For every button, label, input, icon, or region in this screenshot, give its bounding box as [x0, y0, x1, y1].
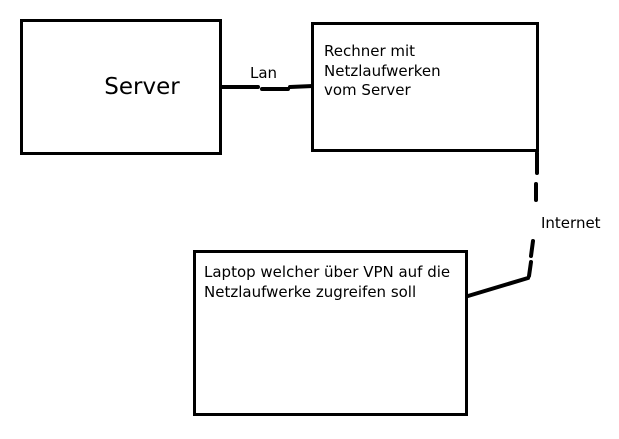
- laptop-node: Laptop welcher über VPN auf die Netzlauf…: [193, 250, 468, 416]
- computer-node: Rechner mit Netzlaufwerken vom Server: [311, 22, 539, 152]
- server-label: Server: [104, 74, 180, 100]
- lan-connector: [220, 84, 315, 91]
- server-node: Server: [20, 19, 222, 155]
- lan-edge-label: Lan: [250, 64, 278, 82]
- computer-label: Rechner mit Netzlaufwerken vom Server: [324, 42, 441, 99]
- internet-connector: [466, 151, 539, 298]
- laptop-label: Laptop welcher über VPN auf die Netzlauf…: [204, 263, 451, 301]
- internet-edge-label: Internet: [541, 214, 601, 232]
